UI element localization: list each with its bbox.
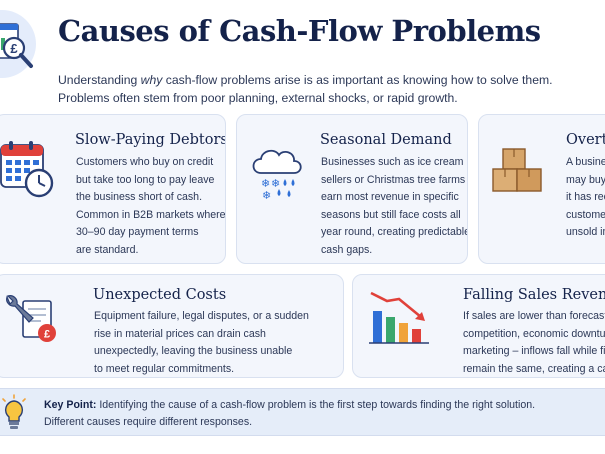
wrench-invoice-icon: £ — [1, 291, 63, 358]
calendar-clock-icon — [0, 139, 55, 204]
card-body: If sales are lower than forecast – compe… — [463, 310, 605, 375]
svg-text:❄: ❄ — [261, 177, 270, 190]
card-falling-sales-revenue: Falling Sales Revenue If sales are lower… — [352, 274, 605, 378]
card-title: Falling Sales Revenue — [463, 287, 605, 303]
lightbulb-icon — [0, 394, 28, 432]
falling-bar-chart-icon — [365, 287, 437, 354]
card-title: Overtr — [566, 132, 605, 148]
card-body: A busine may buy it has rec custome unso… — [566, 156, 605, 239]
card-body: Businesses such as ice cream sellers or … — [321, 156, 468, 256]
svg-text:£: £ — [44, 329, 50, 341]
intro-text: Understanding why cash-flow problems ari… — [58, 73, 553, 105]
key-point-label: Key Point: — [44, 399, 97, 411]
card-body: Customers who buy on credit but take too… — [76, 156, 226, 256]
card-overtrading: Overtr A busine may buy it has rec custo… — [478, 114, 605, 264]
card-unexpected-costs: £ Unexpected Costs Equipment failure, le… — [0, 274, 344, 378]
card-title: Seasonal Demand — [320, 132, 452, 148]
stacked-boxes-icon — [489, 145, 549, 208]
card-title: Unexpected Costs — [93, 287, 227, 303]
card-slow-paying-debtors: Slow-Paying Debtors Customers who buy on… — [0, 114, 226, 264]
key-point-banner: Key Point: Identifying the cause of a ca… — [0, 388, 605, 436]
cash-document-magnifier-icon: £ — [0, 4, 40, 86]
svg-text:❄: ❄ — [271, 177, 280, 190]
svg-text:❄: ❄ — [262, 189, 271, 202]
key-point-text: Key Point: Identifying the cause of a ca… — [44, 399, 536, 428]
card-seasonal-demand: ❄ ❄ ❄ Seasonal Demand Businesses such as… — [236, 114, 468, 264]
card-title: Slow-Paying Debtors — [75, 132, 226, 148]
page-title: Causes of Cash-Flow Problems — [58, 14, 541, 48]
svg-text:£: £ — [10, 41, 18, 56]
card-body: Equipment failure, legal disputes, or a … — [94, 310, 309, 375]
snow-rain-cloud-icon: ❄ ❄ ❄ — [249, 145, 305, 208]
